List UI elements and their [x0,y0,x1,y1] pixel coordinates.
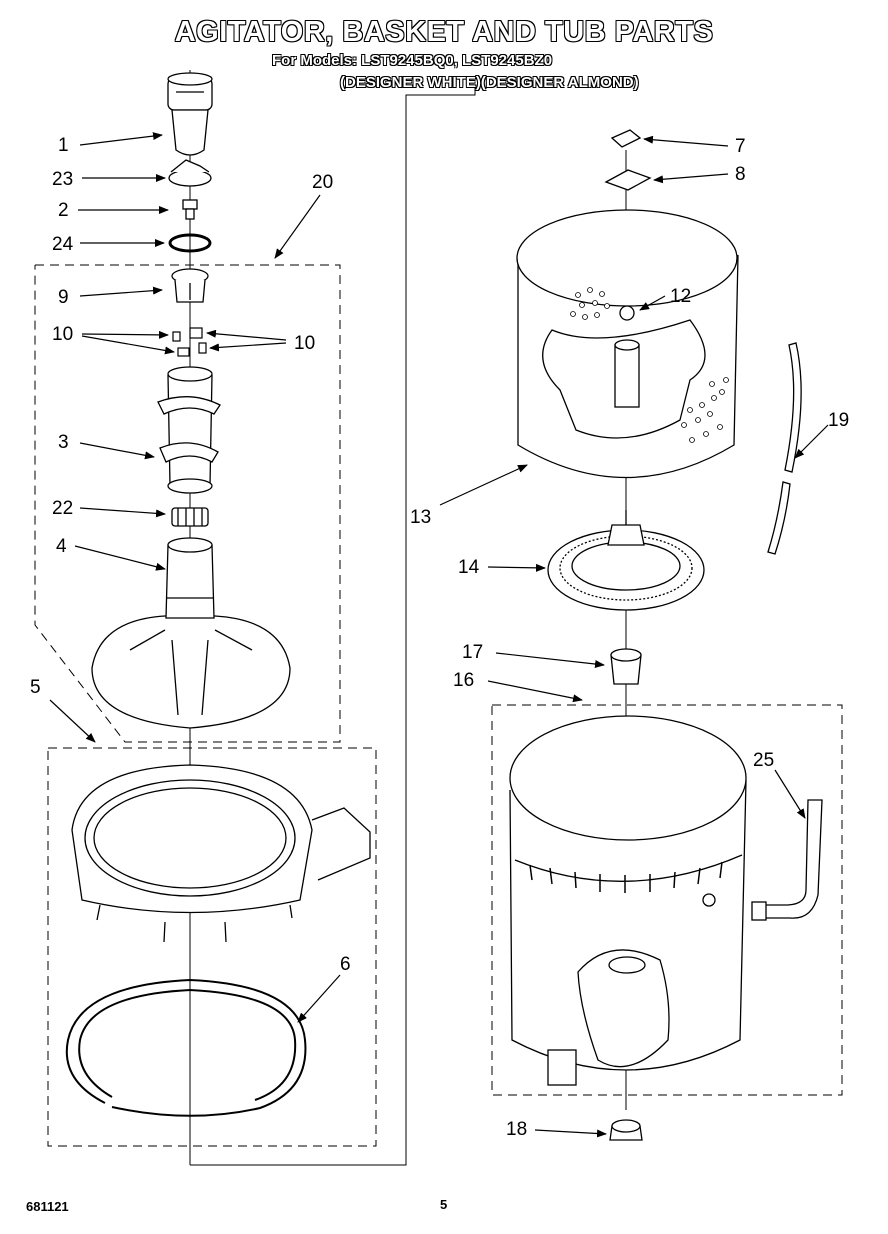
kit-box-20 [34,264,341,743]
leader-arrows [49,132,829,1138]
callout-1: 1 [58,135,69,156]
part-4-agitator-base [91,537,291,729]
callout-24: 24 [52,234,74,255]
callout-3: 3 [58,432,69,453]
callout-10-right: 10 [294,333,316,354]
part-3-auger [157,366,221,494]
models-line: For Models: LST9245BQ0, LST9245BZ0 [272,52,553,69]
callout-10-left: 10 [52,324,74,345]
kit-box-16 [491,704,843,1096]
part-1-agitator-cap [167,72,213,156]
callout-14: 14 [458,557,480,578]
part-23-cam [168,159,212,187]
callout-9: 9 [58,287,69,308]
part-17-nut [610,648,642,685]
callout-13: 13 [410,507,432,528]
part-18-plug [609,1119,643,1141]
part-2-bolt [182,199,198,220]
part-9-coupling [171,268,209,303]
part-5-tub-ring [71,764,371,943]
callout-18: 18 [506,1119,528,1140]
callout-12: 12 [670,286,692,307]
part-24-o-ring [168,233,212,253]
callout-16: 16 [453,670,475,691]
callout-2: 2 [58,200,69,221]
kit-box-5 [47,747,377,1147]
variants-line: (DESIGNER WHITE)(DESIGNER ALMOND) [340,74,639,91]
part-16-outer-tub [509,715,747,1086]
part-13-basket [516,209,739,479]
callout-25: 25 [753,750,775,771]
page-title: AGITATOR, BASKET AND TUB PARTS [174,16,714,48]
part-8-bracket [604,169,652,191]
document-number: 681121 [26,1199,69,1214]
callout-22: 22 [52,498,74,519]
callout-19: 19 [828,410,850,431]
tub-slots [529,861,723,893]
callout-5: 5 [30,677,41,698]
callout-4: 4 [56,536,67,557]
callout-8: 8 [735,164,746,185]
callout-23: 23 [52,169,74,190]
part-19-hose [767,342,802,555]
part-6-snap-ring [65,978,307,1117]
part-14-drive-hub [547,510,705,611]
part-25-drain-hose [751,799,823,921]
part-22-ring [171,507,209,527]
basket-holes [570,287,729,443]
page-number: 5 [440,1197,448,1212]
part-7-clip [610,129,642,148]
callout-20: 20 [312,172,334,193]
part-10-dogs [172,327,207,357]
callout-17: 17 [462,642,484,663]
callout-6: 6 [340,954,351,975]
callout-7: 7 [735,136,746,157]
